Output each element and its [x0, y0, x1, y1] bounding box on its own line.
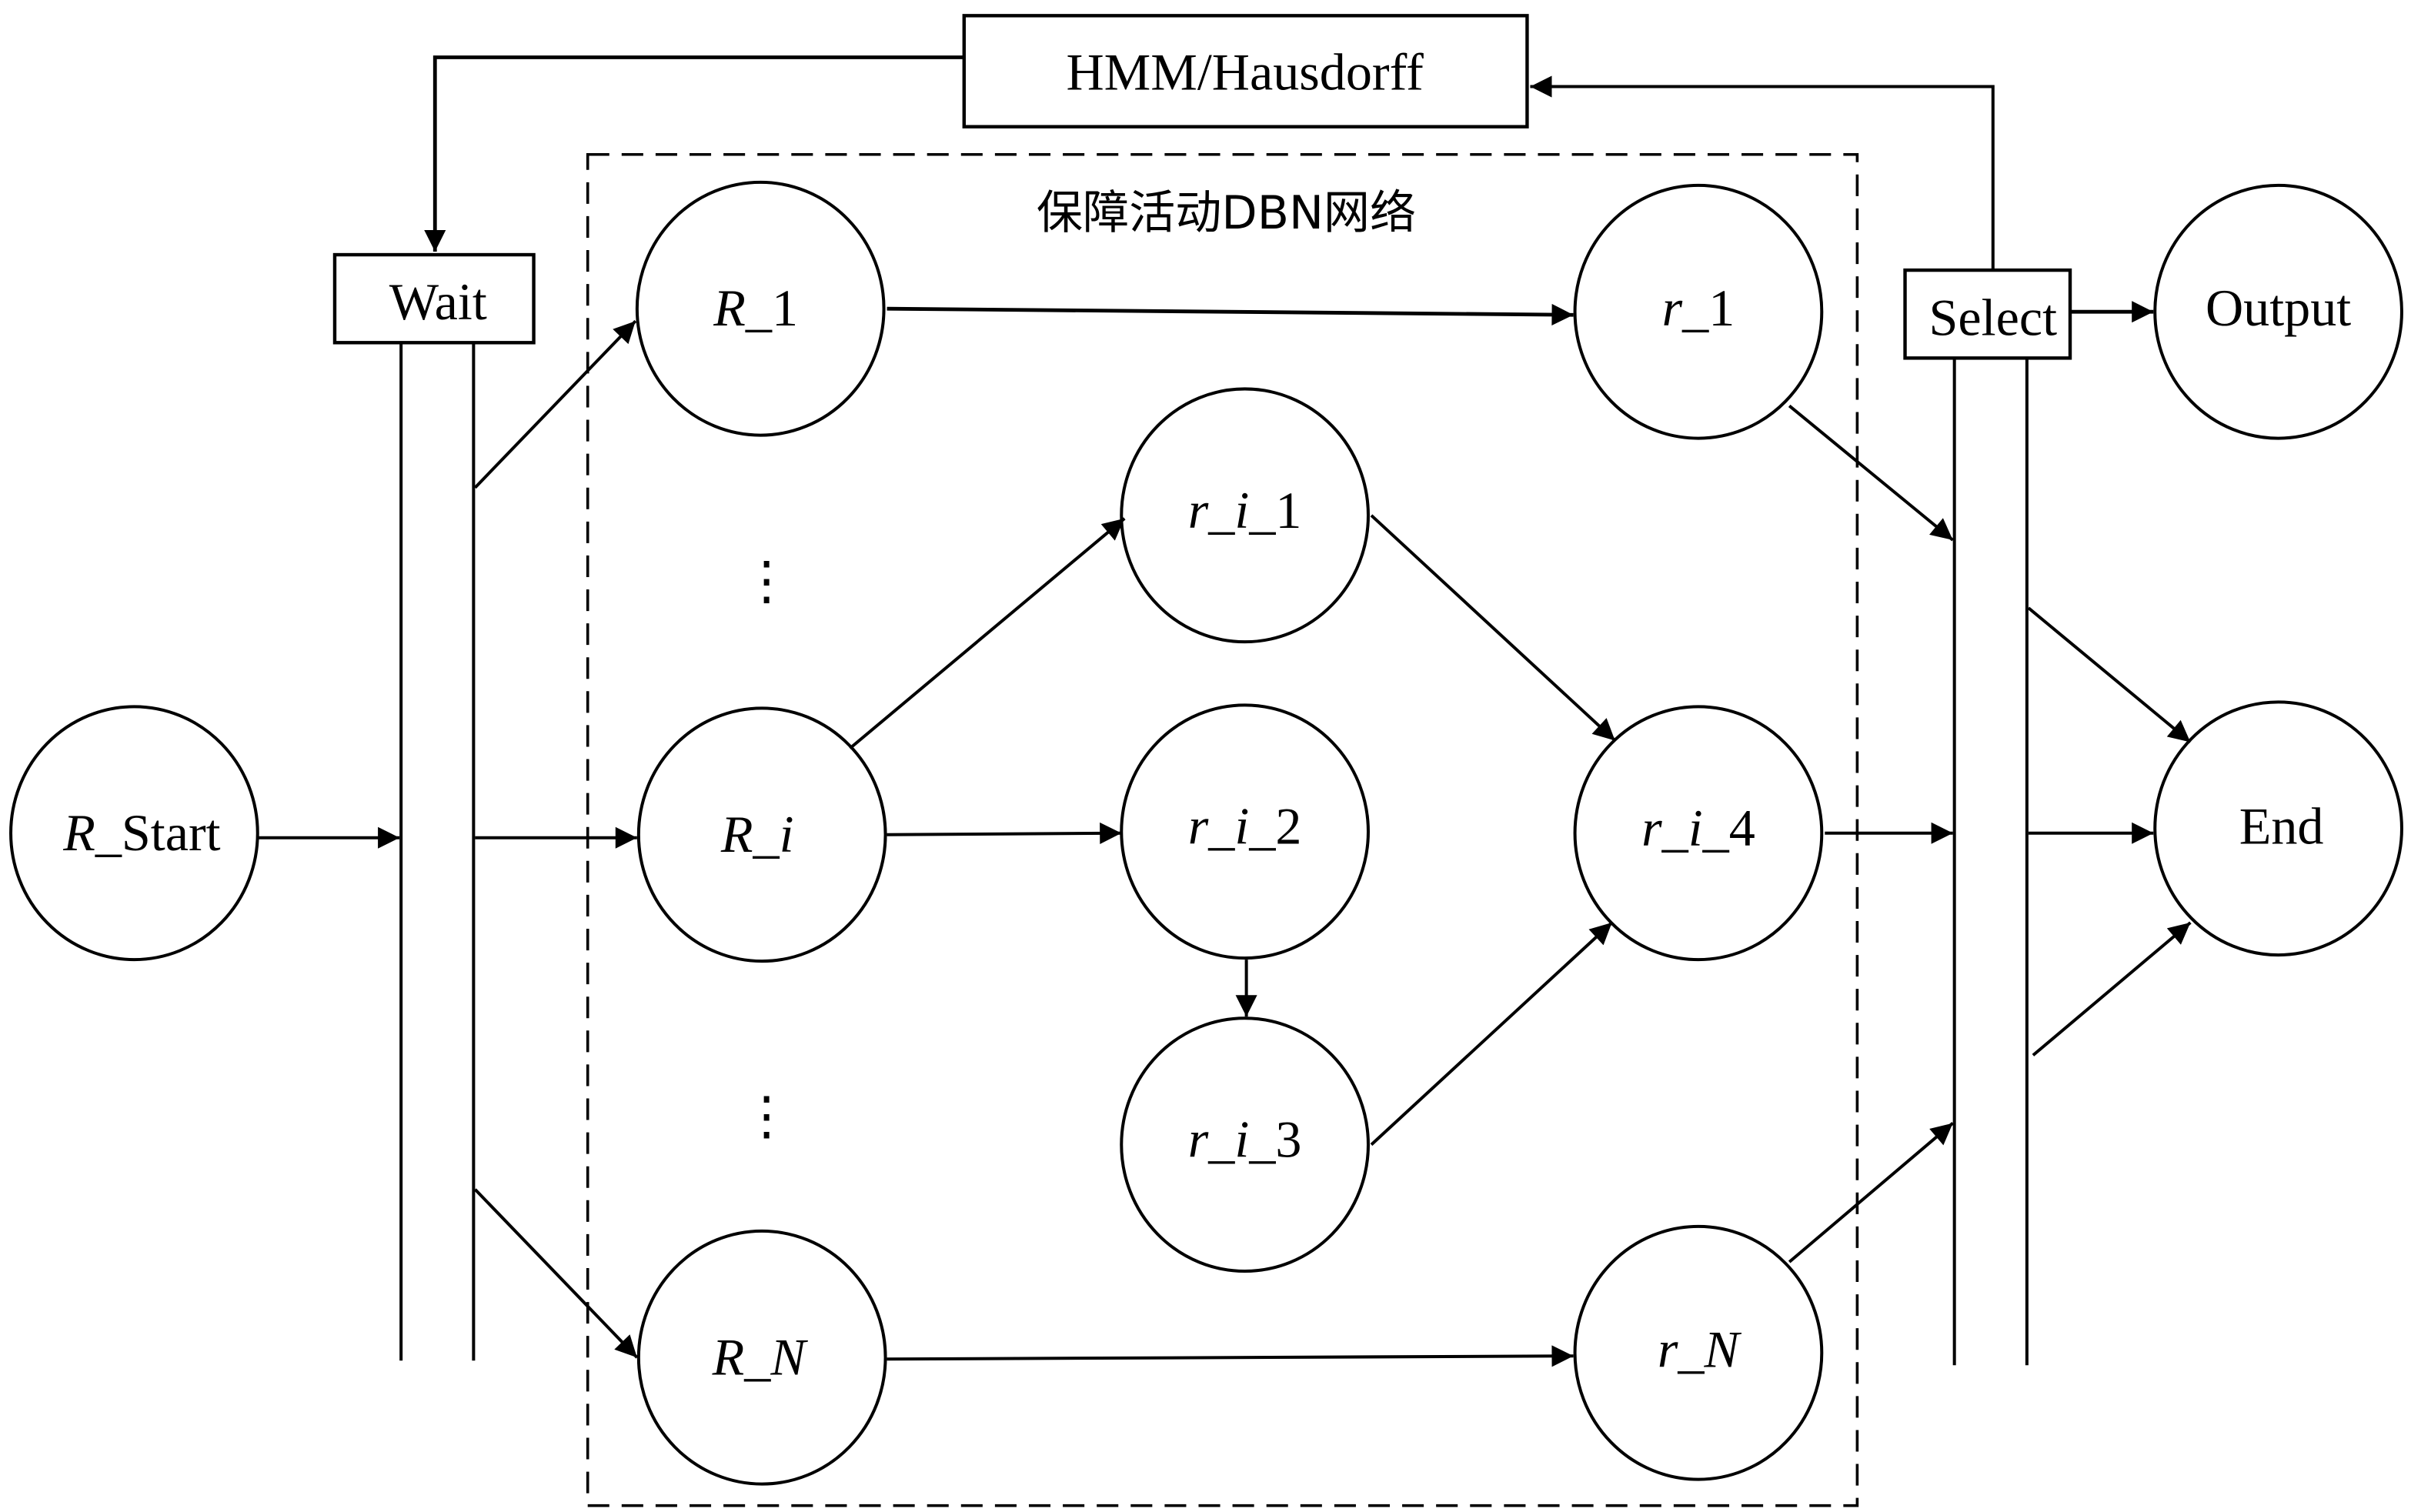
node-r-1-italic: r — [1662, 279, 1683, 337]
node-r-N-sep: _ — [1677, 1320, 1705, 1378]
node-r-i-2[interactable]: r_i_2 — [1120, 703, 1370, 960]
node-R-1-label: _1 — [745, 279, 798, 337]
node-r-i-1-italic: r — [1188, 481, 1209, 539]
edge-R1-to-r1 — [887, 303, 1574, 325]
edge-rN-to-select — [1788, 1122, 1954, 1263]
node-r-N-index: N — [1704, 1320, 1742, 1378]
ellipsis-lower: ⋮ — [740, 1087, 793, 1146]
node-r-i-1-sep: _ — [1207, 481, 1235, 539]
dbn-network-container — [586, 152, 1859, 1507]
svg-text:R_N: R_N — [712, 1327, 809, 1386]
wait-label: Wait — [389, 272, 487, 331]
edge-select-to-hmm — [1530, 75, 1995, 271]
node-r-start[interactable]: R_Start — [9, 705, 259, 962]
node-r-1[interactable]: r_1 — [1573, 183, 1824, 440]
node-r-i-2-sep: _ — [1207, 797, 1235, 856]
node-R-N[interactable]: R_N — [636, 1229, 887, 1486]
svg-text:r_1: r_1 — [1662, 279, 1735, 337]
node-end-label: End — [2239, 797, 2324, 856]
svg-text:r_i_2: r_i_2 — [1188, 797, 1302, 856]
svg-text:r_N: r_N — [1658, 1320, 1742, 1378]
edge-ri1-to-ri4 — [1370, 514, 1617, 742]
edge-Ri-to-ri2 — [887, 822, 1122, 844]
node-r-i-4[interactable]: r_i_4 — [1573, 705, 1824, 962]
node-r-i-4-sep: _ — [1661, 799, 1689, 857]
svg-text:R_i: R_i — [720, 805, 794, 863]
node-r-N-italic: r — [1658, 1320, 1678, 1378]
ellipsis-upper: ⋮ — [740, 552, 793, 610]
node-R-N-index: N — [770, 1327, 808, 1386]
edge-r1-to-select — [1788, 404, 1954, 542]
node-R-1-italic: R — [713, 279, 746, 337]
select-label: Select — [1929, 288, 2058, 346]
node-r-i-1-suffix: _1 — [1248, 481, 1301, 539]
node-r-i-4-index: i — [1688, 799, 1703, 857]
dbn-network-title: 保障活动DBN网络 — [1037, 186, 1416, 240]
node-r-start-label: _Start — [95, 803, 221, 862]
edge-select-to-end-upper — [2027, 606, 2192, 744]
node-r-i-2-index: i — [1234, 797, 1249, 856]
node-output-label: Output — [2206, 279, 2351, 337]
node-R-i-index: i — [780, 805, 794, 863]
node-r-i-2-suffix: _2 — [1248, 797, 1301, 856]
node-r-1-label: _1 — [1681, 279, 1735, 337]
svg-text:R_1: R_1 — [713, 279, 798, 337]
node-r-i-3-index: i — [1234, 1110, 1249, 1169]
edge-wait-to-R1 — [473, 319, 637, 489]
hmm-hausdorff-label: HMM/Hausdorff — [1066, 43, 1424, 102]
node-r-i-1-index: i — [1234, 481, 1249, 539]
node-r-i-3-suffix: _3 — [1248, 1110, 1301, 1169]
node-output[interactable]: Output — [2153, 183, 2403, 440]
edge-Ri-to-ri1 — [849, 517, 1126, 750]
edge-wait-to-RN — [473, 1188, 639, 1359]
node-r-N[interactable]: r_N — [1573, 1224, 1824, 1481]
node-r-start-italic: R — [62, 803, 95, 862]
svg-text:r_i_3: r_i_3 — [1188, 1110, 1302, 1169]
select-box[interactable]: Select — [1903, 268, 2072, 360]
hmm-hausdorff-box[interactable]: HMM/Hausdorff — [962, 14, 1529, 129]
node-R-i[interactable]: R_i — [636, 706, 887, 963]
node-r-i-2-italic: r — [1188, 797, 1209, 856]
node-end[interactable]: End — [2153, 700, 2403, 957]
edge-select-to-end-lower — [2032, 921, 2192, 1056]
node-R-i-italic: R — [720, 805, 753, 863]
svg-text:r_i_1: r_i_1 — [1188, 481, 1302, 539]
svg-text:r_i_4: r_i_4 — [1641, 799, 1755, 857]
svg-text:R_Start: R_Start — [62, 803, 220, 862]
wait-box[interactable]: Wait — [332, 252, 536, 345]
node-R-N-italic: R — [712, 1327, 745, 1386]
node-r-i-3-sep: _ — [1207, 1110, 1235, 1169]
edge-RN-to-rN — [887, 1345, 1574, 1367]
node-r-i-1[interactable]: r_i_1 — [1120, 387, 1370, 644]
edge-ri3-to-ri4 — [1370, 921, 1614, 1147]
node-r-i-3-italic: r — [1188, 1110, 1209, 1169]
node-R-1[interactable]: R_1 — [635, 180, 886, 437]
node-r-i-4-italic: r — [1641, 799, 1662, 857]
node-r-i-3[interactable]: r_i_3 — [1120, 1016, 1370, 1273]
node-R-N-sep: _ — [743, 1327, 771, 1386]
node-r-i-4-suffix: _4 — [1702, 799, 1755, 857]
edge-hmm-to-wait — [424, 55, 964, 252]
node-R-i-sep: _ — [753, 805, 780, 863]
